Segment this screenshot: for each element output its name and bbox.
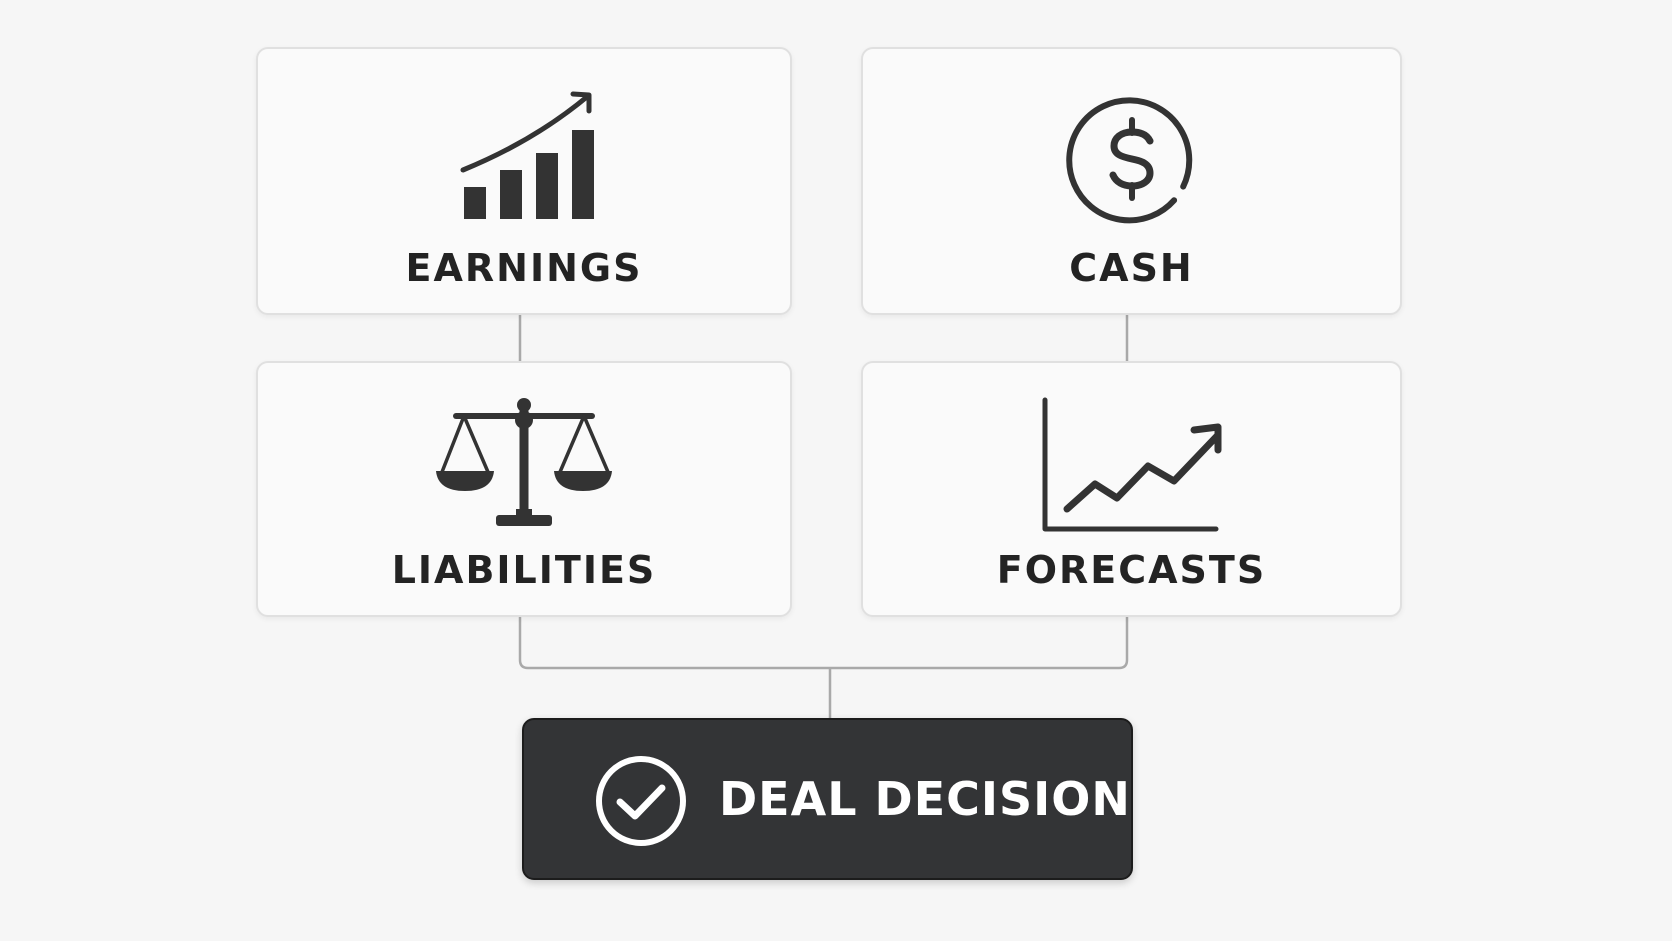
cash-label: CASH <box>1069 246 1194 290</box>
bar-chart-growth-icon <box>258 87 790 227</box>
earnings-label: EARNINGS <box>405 246 643 290</box>
cash-card: CASH <box>861 47 1402 315</box>
deal-decision-box: DEAL DECISION <box>522 718 1133 880</box>
forecasts-label: FORECASTS <box>996 548 1267 592</box>
liabilities-card: LIABILITIES <box>256 361 792 617</box>
dollar-circle-icon <box>863 93 1400 225</box>
balance-scale-icon <box>258 397 790 533</box>
deal-decision-label: DEAL DECISION <box>719 772 1131 826</box>
line-chart-trend-icon <box>863 395 1400 535</box>
earnings-card: EARNINGS <box>256 47 792 315</box>
liabilities-label: LIABILITIES <box>391 548 657 592</box>
connector-bracket <box>518 617 1129 670</box>
check-circle-icon <box>594 754 688 852</box>
forecasts-card: FORECASTS <box>861 361 1402 617</box>
